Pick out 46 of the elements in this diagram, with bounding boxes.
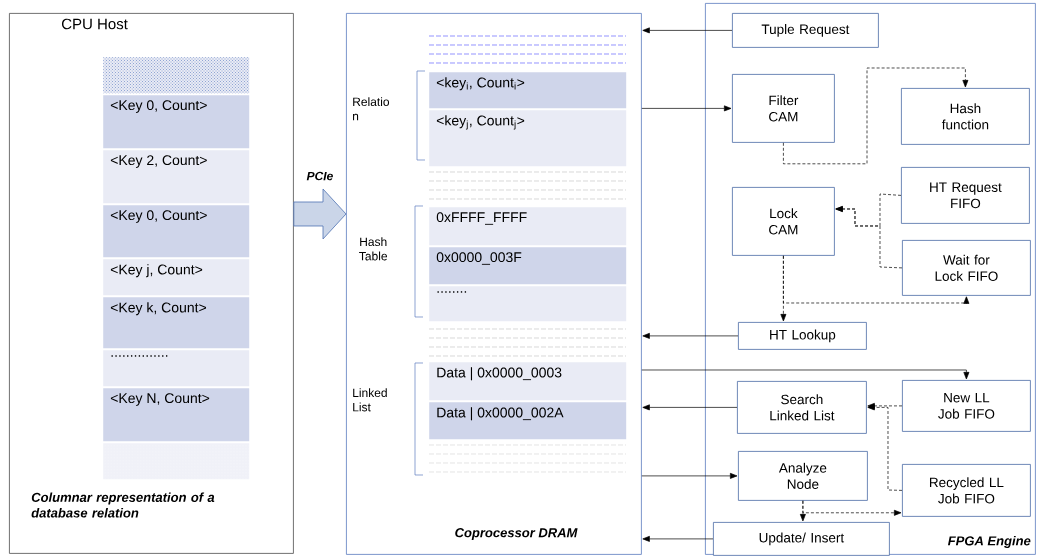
arrow — [783, 67, 969, 165]
arrow — [642, 332, 739, 339]
process-box: Search Linked List — [737, 381, 867, 434]
section-label: Relatio n — [353, 97, 390, 121]
process-box: Recycled LL Job FIFO — [902, 464, 1031, 517]
process-box: Filter CAM — [732, 74, 835, 143]
arrow — [783, 255, 970, 304]
memory-cell: 0x0000_003F — [429, 247, 627, 285]
arrow — [641, 472, 738, 479]
arrow — [642, 27, 733, 34]
node-label: <Key 0, Count> — [110, 100, 207, 113]
process-box: HT Request FIFO — [901, 167, 1030, 224]
memory-cell: Data | 0x0000_0003 — [429, 362, 627, 401]
memory-cell: 0xFFFF_FFFF — [429, 207, 627, 246]
process-box: HT Lookup — [738, 322, 867, 350]
process-box: Update/ Insert — [713, 522, 890, 556]
memory-cell: <Key j, Count> — [103, 259, 250, 296]
hatched-band — [103, 57, 250, 94]
arrow — [642, 535, 714, 542]
section-label: Linked List — [353, 388, 387, 412]
process-box: Wait for Lock FIFO — [902, 240, 1031, 296]
memory-cell: ........ — [429, 286, 627, 322]
arrow — [867, 404, 903, 491]
arrow — [641, 105, 732, 112]
memory-cell: <Key 0, Count> — [103, 205, 250, 258]
arrow — [835, 206, 903, 269]
process-box: Tuple Request — [732, 13, 879, 48]
arrow — [802, 500, 902, 516]
memory-cell: <key$_{j}$, Count$_{j}$> — [429, 110, 627, 167]
memory-cell: <Key N, Count> — [103, 388, 250, 442]
edge-label: PCIe — [305, 170, 335, 182]
arrow — [641, 369, 970, 380]
memory-cell: <key$_{i}$, Count$_{i}$> — [429, 72, 627, 109]
memory-cell: <Key k, Count> — [103, 297, 250, 349]
process-box: Hash function — [901, 88, 1030, 145]
section-label: Hash Table — [359, 237, 387, 261]
dashed-band — [428, 35, 627, 64]
memory-cell: <Key 0, Count> — [103, 95, 250, 149]
block-arrow — [293, 188, 347, 240]
memory-cell: Data | 0x0000_002A — [429, 402, 627, 440]
memory-cell: ............... — [103, 350, 250, 387]
process-box: New LL Job FIFO — [902, 380, 1031, 432]
memory-cell: <Key 2, Count> — [103, 150, 250, 204]
process-box: Analyze Node — [738, 451, 868, 501]
arrow — [642, 404, 738, 411]
process-box: Lock CAM — [732, 187, 835, 256]
